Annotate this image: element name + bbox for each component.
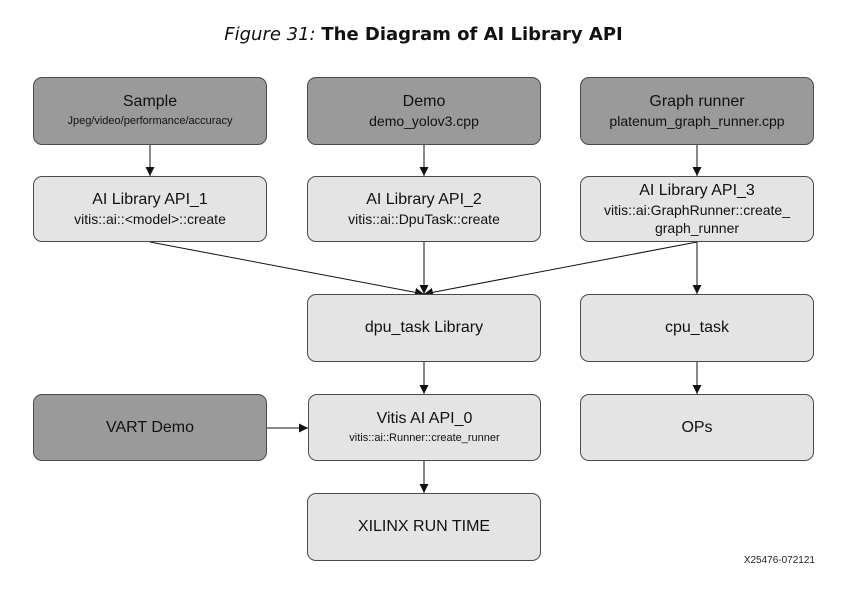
node-api3: AI Library API_3 vitis::ai:GraphRunner::… xyxy=(580,176,814,242)
node-graph-runner-sub: platenum_graph_runner.cpp xyxy=(609,113,785,129)
node-api2: AI Library API_2 vitis::ai::DpuTask::cre… xyxy=(307,176,541,242)
node-api1-title: AI Library API_1 xyxy=(92,191,208,208)
node-vart-demo: VART Demo xyxy=(33,394,267,461)
node-graph-runner: Graph runner platenum_graph_runner.cpp xyxy=(580,77,814,145)
node-cpu-task: cpu_task xyxy=(580,294,814,362)
node-sample-title: Sample xyxy=(122,93,178,110)
node-api3-sub: vitis::ai:GraphRunner::create_ graph_run… xyxy=(604,202,790,236)
node-api3-title: AI Library API_3 xyxy=(639,182,755,199)
node-xrt-title: XILINX RUN TIME xyxy=(357,518,491,535)
edge-api1-dpu-task xyxy=(149,241,425,297)
node-demo-title: Demo xyxy=(402,93,446,110)
node-api2-sub: vitis::ai::DpuTask::create xyxy=(348,211,500,227)
node-api1: AI Library API_1 vitis::ai::<model>::cre… xyxy=(33,176,267,242)
node-ops-title: OPs xyxy=(681,418,713,436)
node-api0-sub: vitis::ai::Runner::create_runner xyxy=(349,431,500,444)
figure-label: Figure 31: xyxy=(224,24,316,45)
figure-code: X25476-072121 xyxy=(743,555,815,566)
node-api0: Vitis AI API_0 vitis::ai::Runner::create… xyxy=(308,394,541,461)
node-api0-title: Vitis AI API_0 xyxy=(376,409,473,427)
node-api1-sub: vitis::ai::<model>::create xyxy=(74,211,226,227)
node-vart-demo-title: VART Demo xyxy=(105,418,195,436)
node-xrt: XILINX RUN TIME xyxy=(307,493,541,561)
figure-title: Figure 31: The Diagram of AI Library API xyxy=(0,24,847,45)
node-demo-sub: demo_yolov3.cpp xyxy=(369,113,479,129)
figure-name: The Diagram of AI Library API xyxy=(321,24,623,45)
node-demo: Demo demo_yolov3.cpp xyxy=(307,77,541,145)
node-graph-runner-title: Graph runner xyxy=(649,93,745,110)
node-api2-title: AI Library API_2 xyxy=(366,191,482,208)
edge-api3-dpu-task xyxy=(423,241,698,297)
node-ops: OPs xyxy=(580,394,814,461)
node-dpu-task: dpu_task Library xyxy=(307,294,541,362)
node-sample-sub: Jpeg/video/performance/accuracy xyxy=(67,115,233,127)
node-cpu-task-title: cpu_task xyxy=(664,319,730,336)
node-dpu-task-title: dpu_task Library xyxy=(364,319,484,336)
node-sample: Sample Jpeg/video/performance/accuracy xyxy=(33,77,267,145)
